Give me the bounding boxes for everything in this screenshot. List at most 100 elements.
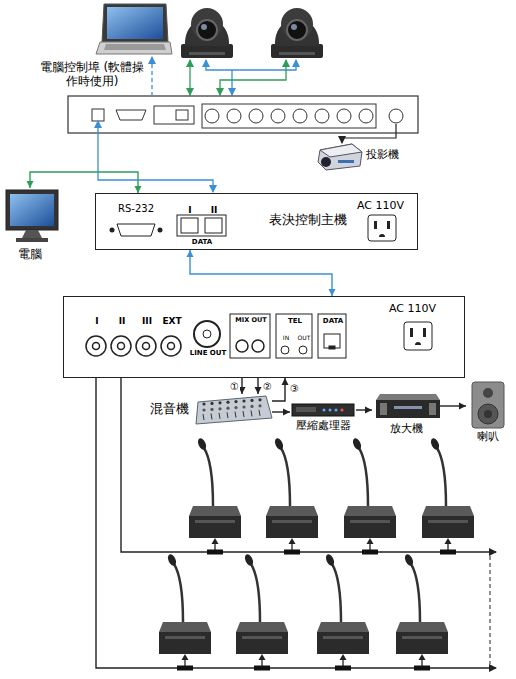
video-switcher	[176, 110, 188, 120]
connector	[440, 403, 466, 410]
node-text: DATA	[323, 317, 343, 325]
mic-head	[273, 437, 284, 451]
tel-panel	[281, 346, 289, 354]
mic-head	[351, 437, 362, 451]
unit-strip	[165, 636, 205, 639]
bus-connector	[284, 550, 300, 555]
mixer-knob	[242, 399, 245, 402]
arrow-head	[135, 186, 142, 193]
compressor-icon	[323, 409, 326, 412]
node-text: AC 110V	[357, 200, 404, 213]
line-out-jack	[194, 321, 220, 347]
compressor-icon	[335, 409, 338, 412]
control-unit: RS-232IIIDATA表決控制主機AC 110V	[95, 193, 418, 250]
unit-front	[159, 632, 211, 654]
data-panel	[329, 346, 335, 349]
mixer-knob	[242, 405, 245, 408]
video-switcher	[337, 109, 351, 123]
unit-top	[396, 622, 448, 632]
data-panel	[318, 314, 346, 358]
audio-jack	[111, 336, 131, 356]
camera-icon	[271, 8, 323, 58]
tel-panel	[299, 346, 307, 354]
audio-jack	[161, 336, 181, 356]
projector-icon	[318, 144, 362, 170]
amplifier-icon	[429, 403, 436, 415]
video-switcher	[154, 106, 194, 124]
delegate-units	[159, 437, 474, 670]
camera-icon	[287, 20, 307, 40]
arrow-head	[365, 407, 372, 414]
mixer-icon	[196, 396, 272, 424]
mixer-knob	[250, 399, 253, 402]
delegate-microphone	[236, 553, 288, 670]
node-text: II	[211, 205, 218, 215]
arrow-head	[27, 181, 34, 188]
compressor-icon	[329, 409, 332, 412]
bus-connector	[254, 666, 270, 671]
audio-jack	[136, 336, 156, 356]
monitor-icon	[6, 190, 58, 230]
mixer-fader	[243, 411, 244, 417]
projector-icon	[320, 144, 362, 157]
unit-link-arrow	[182, 654, 189, 660]
delegate-microphone	[159, 553, 211, 670]
compressor-icon	[341, 409, 344, 412]
unit-strip	[402, 636, 442, 639]
mixer-knob	[210, 402, 213, 405]
amplifier-icon	[380, 403, 387, 415]
gooseneck	[332, 564, 341, 622]
rs232-port	[110, 228, 115, 233]
power-outlet	[415, 342, 421, 345]
video-switcher	[293, 109, 307, 123]
main-unit: IIIIIIEXTLINE OUTMIX OUTTELINOUTDATAAC 1…	[63, 296, 465, 378]
node-text: 壓縮處理器	[296, 420, 351, 433]
unit-front	[317, 632, 369, 654]
camera-icon	[191, 8, 223, 40]
power-outlet	[374, 221, 377, 229]
connector	[255, 378, 262, 394]
camera-wire	[206, 60, 296, 70]
mix-out-panel	[236, 340, 248, 352]
audio-jack	[118, 343, 125, 350]
gooseneck	[437, 448, 446, 506]
audio-jack	[168, 343, 175, 350]
unit-top	[344, 506, 396, 516]
rs232-port	[110, 224, 163, 236]
mixer-knob	[258, 404, 261, 407]
video-switcher	[68, 96, 418, 133]
amplifier-icon	[376, 394, 440, 418]
node-text: DATA	[192, 238, 212, 246]
amplifier-icon	[376, 400, 440, 418]
video-switcher	[205, 109, 219, 123]
unit-link-arrow	[340, 654, 347, 660]
node-text: IN	[283, 335, 289, 342]
projector-icon	[338, 160, 354, 163]
mic-head	[196, 437, 207, 451]
connector-line	[30, 172, 138, 193]
mic-head	[166, 553, 177, 567]
mix-out-panel	[230, 314, 270, 358]
mixer-icon	[196, 396, 272, 424]
unit-top	[266, 506, 318, 516]
video-switcher	[315, 109, 329, 123]
node-text: II	[119, 316, 126, 326]
unit-strip	[242, 636, 282, 639]
power-outlet	[387, 221, 390, 229]
data-ports	[181, 218, 198, 233]
speaker-icon	[478, 404, 498, 424]
power-outlet	[368, 215, 396, 241]
data-panel	[324, 334, 340, 348]
device-label: 混音機	[148, 394, 272, 426]
unit-front	[189, 516, 241, 538]
power-outlet	[404, 322, 432, 350]
camera-wire	[190, 60, 296, 95]
delegate-microphone	[396, 553, 448, 670]
video-switcher	[271, 109, 285, 123]
connector	[272, 378, 289, 401]
speaker-icon	[483, 388, 493, 398]
connector-line	[272, 378, 285, 401]
compressor-icon	[292, 404, 354, 416]
node-text: 電腦	[18, 248, 42, 262]
unit-strip	[272, 520, 312, 523]
